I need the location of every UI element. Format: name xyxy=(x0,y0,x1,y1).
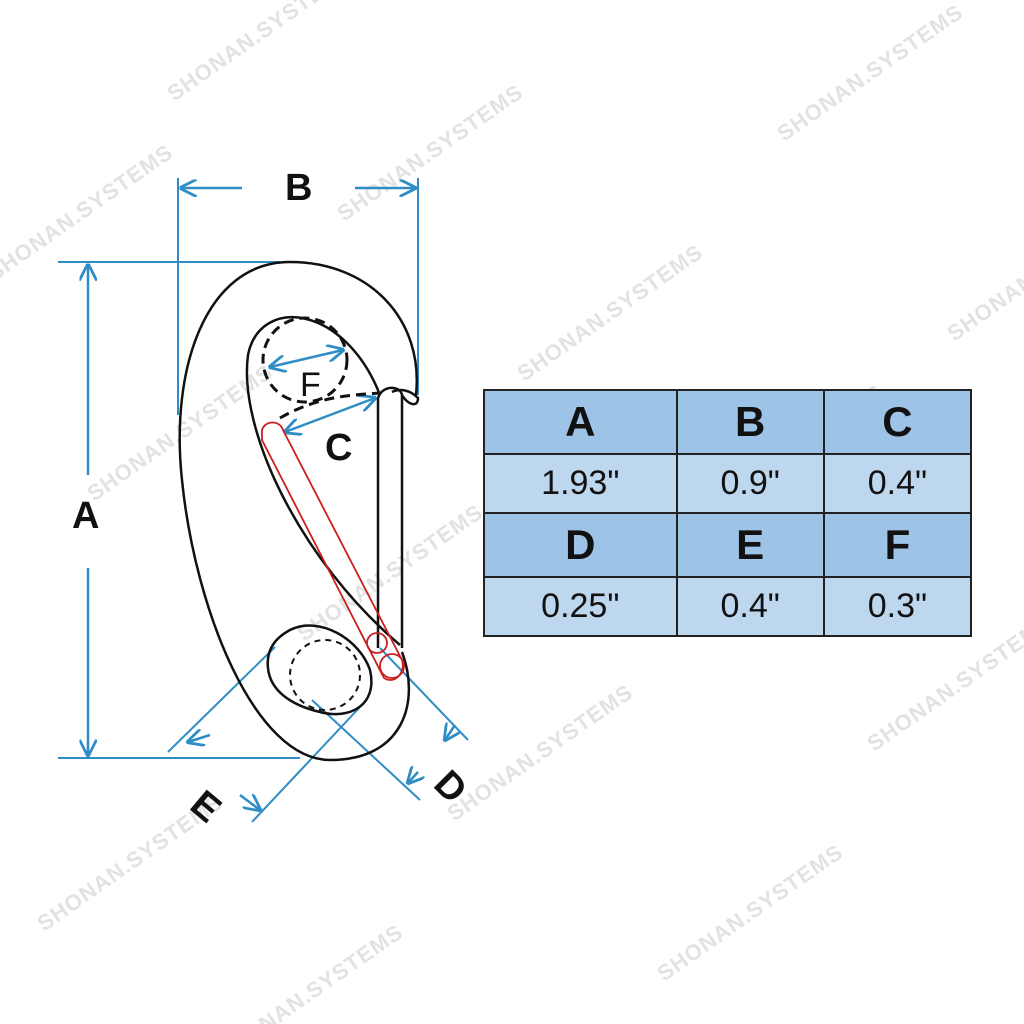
value-a: 1.93" xyxy=(483,453,678,514)
value-c: 0.4" xyxy=(822,453,973,514)
label-e: E xyxy=(182,783,228,831)
header-d: D xyxy=(483,512,678,578)
header-b: B xyxy=(675,389,825,455)
label-b: B xyxy=(285,167,312,209)
extension-lines xyxy=(58,178,469,823)
value-e: 0.4" xyxy=(675,576,825,637)
header-e: E xyxy=(675,512,825,578)
value-b: 0.9" xyxy=(675,453,825,514)
value-d: 0.25" xyxy=(483,576,678,637)
dimension-table: A B C 1.93" 0.9" 0.4" D E F 0.25" 0.4" 0… xyxy=(483,389,973,637)
header-c: C xyxy=(822,389,973,455)
label-f: F xyxy=(300,366,321,404)
carabiner-outline xyxy=(178,260,420,762)
value-f: 0.3" xyxy=(822,576,973,637)
label-d: D xyxy=(426,763,475,812)
table-value-row: 1.93" 0.9" 0.4" xyxy=(483,453,973,514)
table-header-row: A B C xyxy=(483,389,973,455)
dimension-arrows xyxy=(88,188,455,810)
table-header-row: D E F xyxy=(483,512,973,578)
label-a: A xyxy=(72,495,99,537)
gate-highlight xyxy=(261,421,405,681)
table-value-row: 0.25" 0.4" 0.3" xyxy=(483,576,973,637)
label-c: C xyxy=(325,427,352,469)
header-a: A xyxy=(483,389,678,455)
header-f: F xyxy=(822,512,973,578)
